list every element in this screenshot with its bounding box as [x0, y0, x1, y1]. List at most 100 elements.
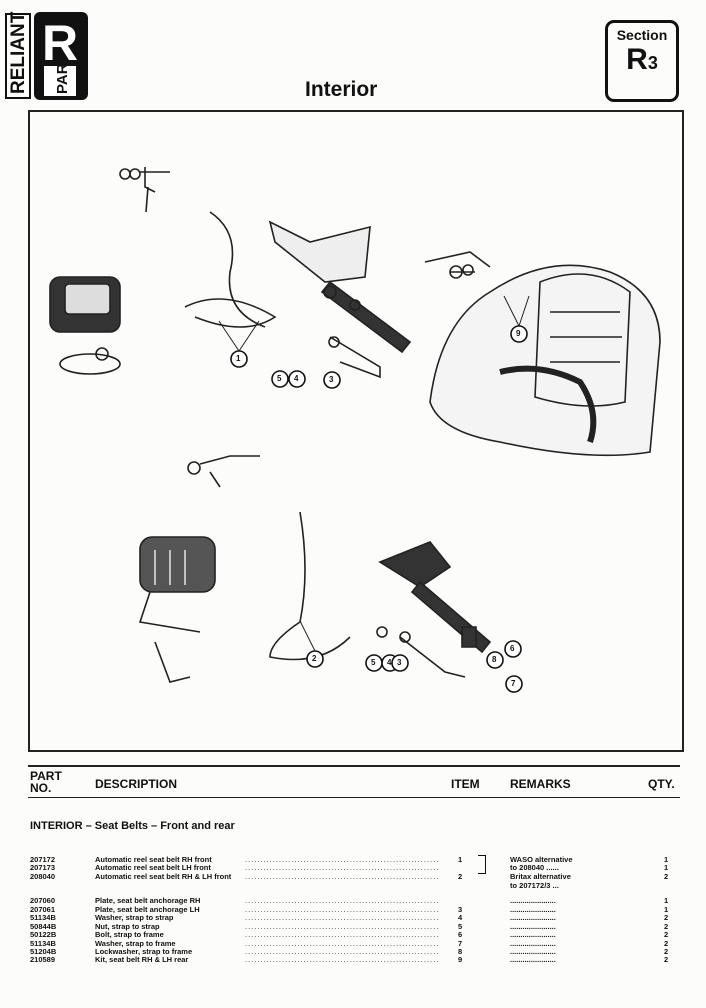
part-number: 207061	[30, 905, 56, 914]
quantity: 1	[664, 905, 669, 914]
remarks: ......................	[510, 913, 556, 922]
header-qty: QTY.	[648, 777, 675, 791]
callout-3b: 3	[397, 658, 402, 667]
table-row: 50122B Bolt, strap to frame 6.............…	[0, 930, 706, 939]
callout-1: 1	[236, 354, 241, 363]
leader-dots: ........................................…	[245, 872, 440, 881]
description: Automatic reel seat belt LH front	[95, 863, 211, 872]
item-number: 8	[458, 947, 463, 956]
quantity: 2	[664, 922, 669, 931]
part-number: 207172	[30, 855, 56, 864]
description: Automatic reel seat belt RH & LH front	[95, 872, 232, 881]
remarks: ......................	[510, 947, 556, 956]
leader-dots: ........................................…	[245, 855, 440, 864]
section-badge: Section R3	[605, 20, 679, 102]
item-number: 5	[458, 922, 463, 931]
section-label: Section	[616, 27, 668, 43]
quantity: 1	[664, 863, 669, 872]
section-code: R3	[608, 43, 676, 80]
callout-4b: 4	[387, 658, 392, 667]
callout-6: 6	[510, 644, 515, 653]
leader-dots: ........................................…	[245, 922, 440, 931]
remarks: ......................	[510, 922, 556, 931]
description: Kit, seat belt RH & LH rear	[95, 955, 189, 964]
part-number: 50122B	[30, 930, 57, 939]
reel-unit-lower	[138, 536, 216, 683]
remarks: ......................	[510, 896, 556, 905]
leader-dots: ........................................…	[245, 955, 440, 964]
quantity: 1	[664, 896, 669, 905]
description: Plate, seat belt anchorage LH	[95, 905, 200, 914]
table-row: 51204B Lockwasher, strap to frame 8.......…	[0, 947, 706, 956]
description: Nut, strap to strap	[95, 922, 160, 931]
remarks: to 208040 ......	[510, 863, 559, 872]
section-letter: R	[626, 43, 648, 76]
table-row: 210589 Kit, seat belt RH & LH rear 9......…	[0, 955, 706, 964]
item-number: 3	[458, 905, 463, 914]
header-description: DESCRIPTION	[95, 777, 178, 791]
callout-5b: 5	[371, 658, 376, 667]
part-number: 51204B	[30, 947, 57, 956]
callout-3: 3	[329, 375, 334, 384]
svg-text:RELIANT: RELIANT	[8, 11, 29, 94]
description: Washer, strap to frame	[95, 939, 176, 948]
table-header-rule	[28, 797, 680, 798]
header-item: ITEM	[451, 777, 480, 791]
callout-4: 4	[294, 374, 299, 383]
table-row: 207060 Plate, seat belt anchorage RH.....…	[0, 896, 706, 905]
table-row: 51134B Washer, strap to frame 7...........…	[0, 939, 706, 948]
table-row: to 207172/3 ...	[0, 881, 706, 890]
part-number: 50844B	[30, 922, 57, 931]
remarks: ......................	[510, 930, 556, 939]
item-number: 1	[458, 855, 463, 864]
leader-dots: ........................................…	[245, 863, 440, 872]
part-number: 51134B	[30, 939, 56, 948]
header-part-no: PART NO.	[30, 769, 62, 795]
quantity: 1	[664, 855, 669, 864]
leader-dots: ........................................…	[245, 905, 440, 914]
item-number: 9	[458, 955, 463, 964]
callout-7: 7	[511, 679, 516, 688]
remarks: to 207172/3 ...	[510, 881, 559, 890]
anchor-bracket-bottom	[187, 455, 260, 488]
part-number: 207060	[30, 896, 56, 905]
section-number: 3	[647, 53, 658, 73]
item-number: 4	[458, 913, 463, 922]
description: Bolt, strap to frame	[95, 930, 164, 939]
quantity: 2	[664, 913, 669, 922]
item-number: 7	[458, 939, 463, 948]
exploded-diagram: 1 5 4 3 9 2 5 4 3 8 6 7	[28, 110, 684, 752]
table-row: 207173 Automatic reel seat belt LH front t…	[0, 863, 706, 872]
svg-text:PART: PART	[54, 54, 71, 94]
remarks: ......................	[510, 905, 556, 914]
page-title: Interior	[305, 78, 378, 101]
item-number: 6	[458, 930, 463, 939]
description: Plate, seat belt anchorage RH	[95, 896, 201, 905]
reel-unit-illustration	[49, 276, 121, 375]
description: Lockwasher, strap to frame	[95, 947, 193, 956]
callout-9: 9	[516, 329, 521, 338]
remarks: WASO alternative	[510, 855, 573, 864]
table-top-rule	[28, 765, 680, 767]
leader-dots: ........................................…	[245, 896, 440, 905]
remarks: ......................	[510, 939, 556, 948]
belt-strap-front	[184, 211, 277, 328]
bracket-mark	[478, 855, 486, 874]
table-row: 50844B Nut, strap to strap 5..............…	[0, 922, 706, 931]
part-number: 207173	[30, 863, 56, 872]
table-row: 207061 Plate, seat belt anchorage LH 3....…	[0, 905, 706, 914]
reliant-part-logo: RELIANT R PART	[4, 10, 92, 102]
remarks: ......................	[510, 955, 556, 964]
remarks: Britax alternative	[510, 872, 571, 881]
leader-dots: ........................................…	[245, 913, 440, 922]
part-number: 210589	[30, 955, 56, 964]
callout-labels: 1 5 4 3 9 2 5 4 3 8 6 7	[30, 112, 682, 750]
svg-text:R: R	[42, 15, 78, 71]
quantity: 2	[664, 872, 669, 881]
description: Washer, strap to strap	[95, 913, 174, 922]
quantity: 2	[664, 939, 669, 948]
rear-seat-illustration	[429, 264, 661, 457]
